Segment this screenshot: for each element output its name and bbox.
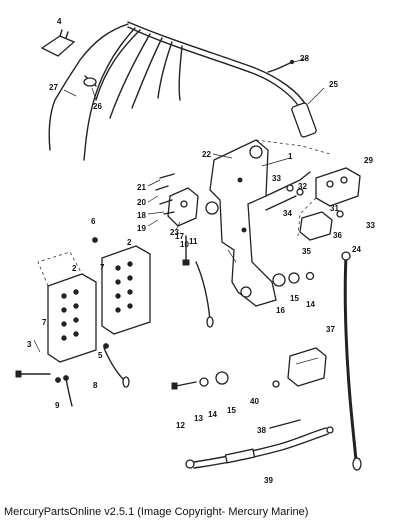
callout-2: 2 bbox=[72, 264, 77, 273]
callout-4: 4 bbox=[57, 17, 62, 26]
callout-32: 32 bbox=[298, 182, 307, 191]
callout-19: 19 bbox=[137, 224, 146, 233]
callout-39: 39 bbox=[264, 476, 273, 485]
callout-26: 26 bbox=[93, 102, 102, 111]
small-relay bbox=[299, 211, 333, 241]
callout-15: 15 bbox=[227, 406, 236, 415]
callout-11: 11 bbox=[189, 237, 198, 246]
callout-2: 2 bbox=[127, 238, 132, 247]
battery-cable bbox=[341, 251, 362, 471]
wiring-harness bbox=[48, 21, 317, 161]
callout-1: 1 bbox=[288, 152, 293, 161]
fasteners bbox=[15, 173, 344, 390]
callout-34: 34 bbox=[283, 209, 292, 218]
callout-21: 21 bbox=[137, 183, 146, 192]
callout-24: 24 bbox=[352, 245, 361, 254]
callout-25: 25 bbox=[329, 80, 338, 89]
image-caption: MercuryPartsOnline v2.5.1 (Image Copyrig… bbox=[4, 506, 309, 518]
callout-15: 15 bbox=[290, 294, 299, 303]
coil-block bbox=[167, 187, 199, 227]
callout-12: 12 bbox=[176, 421, 185, 430]
switch-box-right bbox=[101, 245, 151, 335]
callout-8: 8 bbox=[93, 381, 98, 390]
connector-block bbox=[40, 29, 76, 57]
callout-13: 13 bbox=[194, 414, 203, 423]
callout-14: 14 bbox=[306, 300, 315, 309]
callout-22: 22 bbox=[202, 150, 211, 159]
lower-harness bbox=[185, 419, 334, 469]
callout-33: 33 bbox=[366, 221, 375, 230]
callout-14: 14 bbox=[208, 410, 217, 419]
callout-33: 33 bbox=[272, 174, 281, 183]
callout-17: 17 bbox=[175, 232, 184, 241]
callout-18: 18 bbox=[137, 211, 146, 220]
callout-38: 38 bbox=[257, 426, 266, 435]
callout-7: 7 bbox=[42, 318, 47, 327]
solenoid-relay bbox=[297, 167, 361, 237]
callout-28: 28 bbox=[300, 54, 309, 63]
callout-3: 3 bbox=[27, 340, 32, 349]
rectifier bbox=[287, 347, 327, 387]
callout-35: 35 bbox=[302, 247, 311, 256]
switch-box-left bbox=[37, 251, 97, 363]
callout-5: 5 bbox=[98, 351, 103, 360]
callout-29: 29 bbox=[364, 156, 373, 165]
callout-labels: 1 2 2 3 4 5 6 7 7 8 9 10 11 12 13 14 14 … bbox=[27, 17, 375, 485]
mounting-bracket bbox=[205, 139, 331, 307]
callout-36: 36 bbox=[333, 231, 342, 240]
callout-6: 6 bbox=[91, 217, 96, 226]
callout-7: 7 bbox=[100, 263, 105, 272]
callout-16: 16 bbox=[276, 306, 285, 315]
callout-20: 20 bbox=[137, 198, 146, 207]
callout-40: 40 bbox=[250, 397, 259, 406]
callout-10: 10 bbox=[180, 240, 189, 249]
callout-9: 9 bbox=[55, 401, 60, 410]
callout-31: 31 bbox=[330, 204, 339, 213]
callout-27: 27 bbox=[49, 83, 58, 92]
callout-37: 37 bbox=[326, 325, 335, 334]
ground-leads bbox=[65, 261, 214, 407]
leader-lines bbox=[33, 57, 325, 353]
callout-23: 23 bbox=[170, 228, 179, 237]
